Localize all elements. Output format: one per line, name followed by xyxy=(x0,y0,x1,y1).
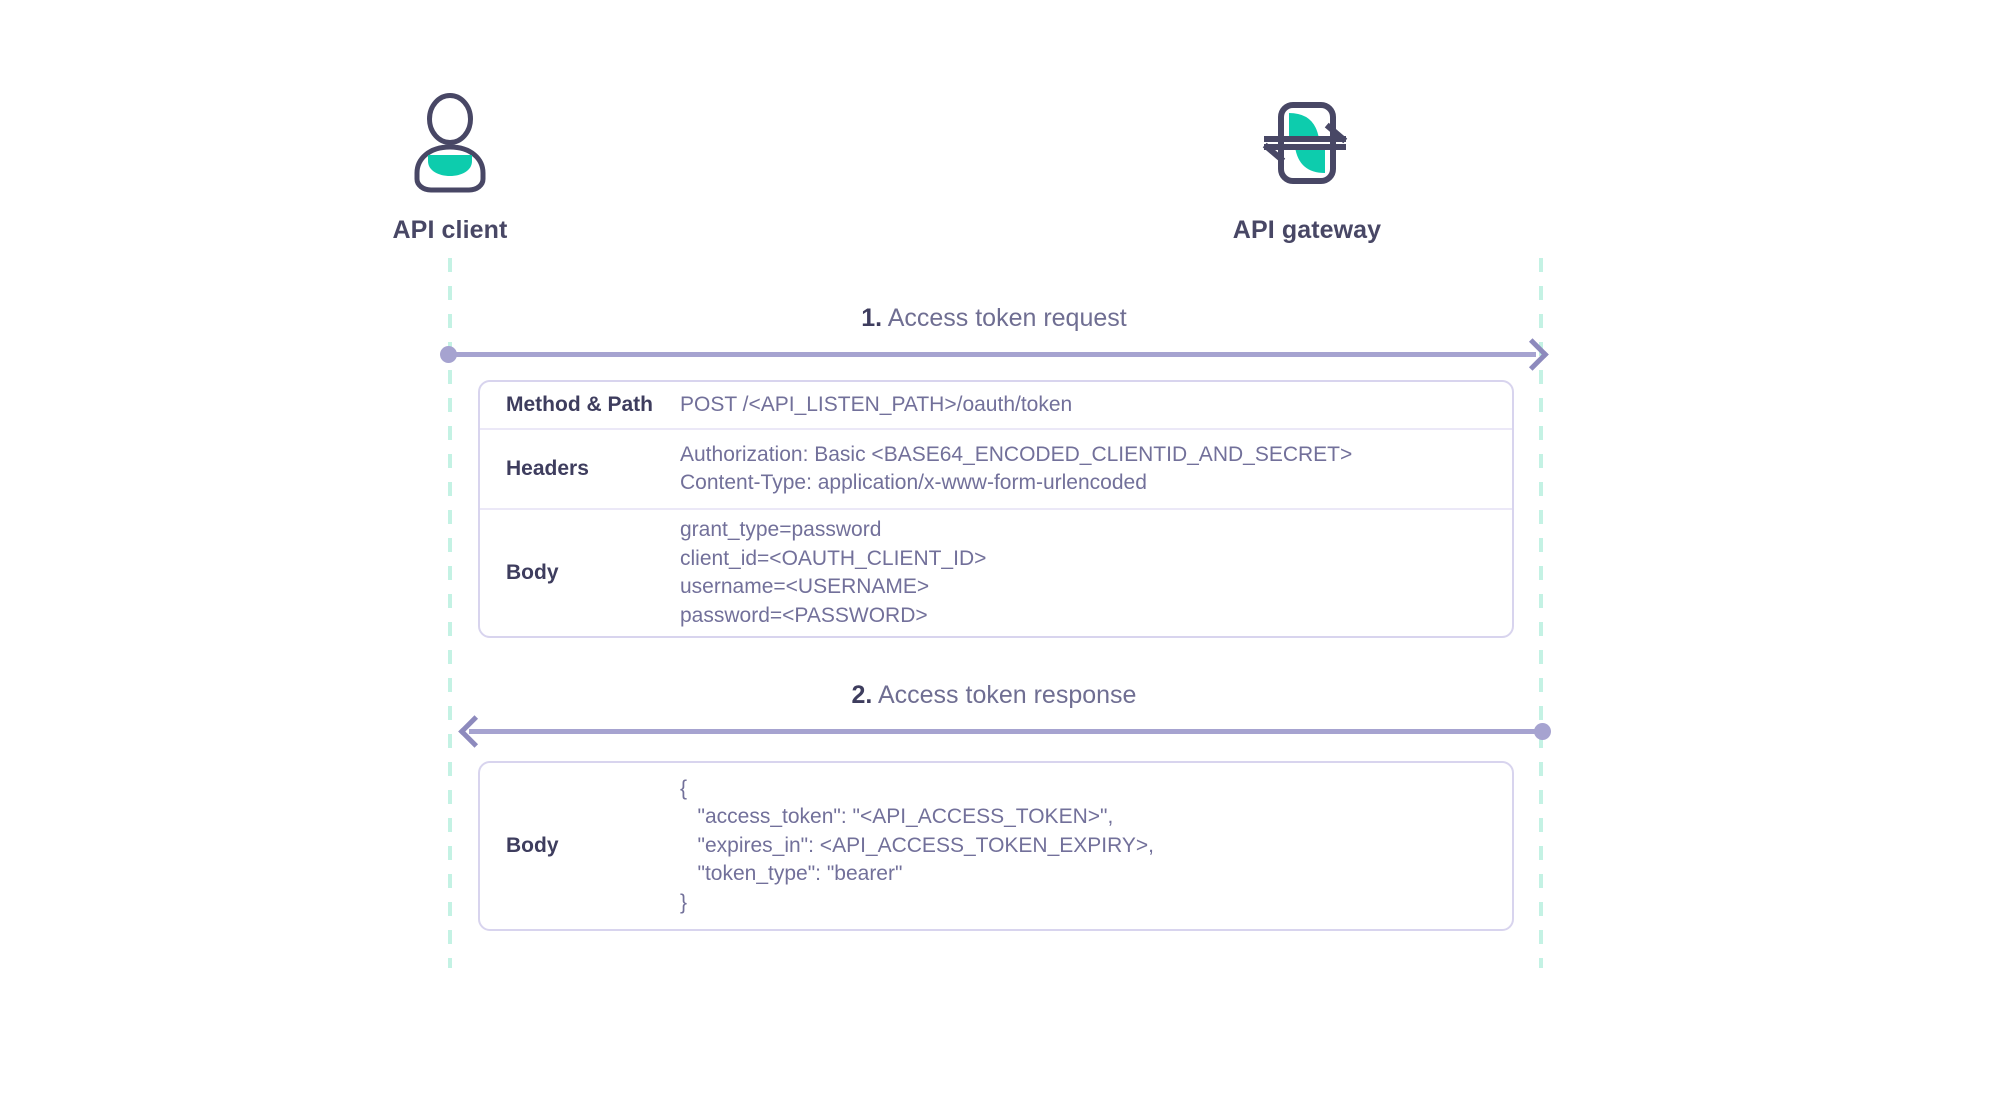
row-label-headers: Headers xyxy=(506,457,589,480)
message-2-number: 2. xyxy=(851,681,873,709)
row-label-response-body: Body xyxy=(506,834,559,857)
table-row-response-body: Body { "access_token": "<API_ACCESS_TOKE… xyxy=(480,763,1512,929)
message-2-text: Access token response xyxy=(877,681,1137,709)
row-label-method-path: Method & Path xyxy=(506,393,653,416)
actor-label-api-client: API client xyxy=(392,216,508,244)
row-value-headers: Authorization: Basic <BASE64_ENCODED_CLI… xyxy=(680,442,1353,495)
user-person-icon xyxy=(320,88,580,198)
lifeline-api-gateway xyxy=(1539,258,1543,968)
row-label-body: Body xyxy=(506,561,559,584)
response-details-card: Body { "access_token": "<API_ACCESS_TOKE… xyxy=(478,761,1514,931)
message-1-arrow-right xyxy=(440,338,1550,371)
lifeline-api-client xyxy=(448,258,452,968)
actor-label-api-gateway: API gateway xyxy=(1232,216,1382,244)
api-gateway-exchange-arrows-icon xyxy=(1177,88,1437,198)
row-value-body: grant_type=password client_id=<OAUTH_CLI… xyxy=(680,518,987,627)
message-1-arrowhead-icon xyxy=(1516,338,1549,371)
message-2-line xyxy=(469,729,1547,734)
message-2-label: 2. Access token response xyxy=(444,681,1544,710)
message-1-number: 1. xyxy=(861,304,883,332)
request-details-card: Method & Path POST /<API_LISTEN_PATH>/oa… xyxy=(478,380,1514,638)
actor-api-gateway: API gateway xyxy=(1177,88,1437,245)
message-1-line xyxy=(448,352,1536,357)
message-2-arrow-left xyxy=(455,715,1551,748)
row-value-method-path: POST /<API_LISTEN_PATH>/oauth/token xyxy=(680,392,1073,416)
table-row-method-path: Method & Path POST /<API_LISTEN_PATH>/oa… xyxy=(480,382,1512,430)
message-1-label: 1. Access token request xyxy=(444,304,1544,333)
actor-api-client: API client xyxy=(320,88,580,245)
message-2-origin-dot xyxy=(1534,723,1551,740)
table-row-body: Body grant_type=password client_id=<OAUT… xyxy=(480,510,1512,636)
table-row-headers: Headers Authorization: Basic <BASE64_ENC… xyxy=(480,430,1512,510)
row-value-response-body: { "access_token": "<API_ACCESS_TOKEN>", … xyxy=(680,776,1155,914)
message-1-text: Access token request xyxy=(887,304,1127,332)
